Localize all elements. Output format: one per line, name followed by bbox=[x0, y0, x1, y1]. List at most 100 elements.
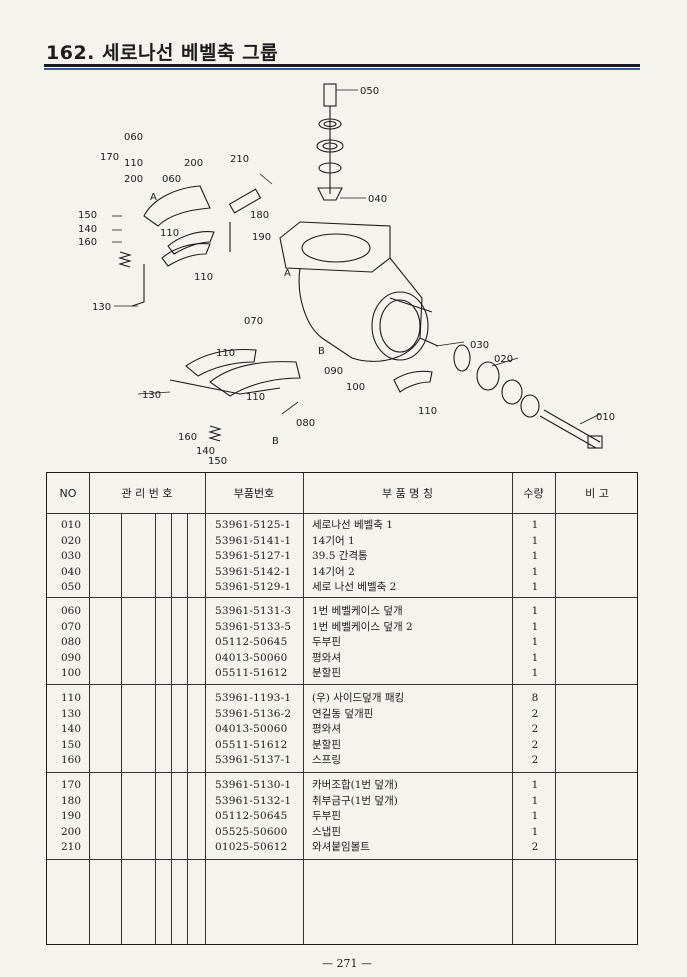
table-row: 200 05525-50600 스냅핀 1 bbox=[47, 825, 637, 841]
callout-label: 150 bbox=[208, 456, 227, 467]
row-no: 020 bbox=[61, 534, 82, 547]
row-quantity: 1 bbox=[531, 651, 539, 664]
row-quantity: 2 bbox=[531, 738, 539, 751]
header-management-no: 관 리 번 호 bbox=[121, 487, 173, 500]
callout-label: 190 bbox=[252, 232, 271, 243]
row-no: 180 bbox=[61, 794, 82, 807]
row-no: 080 bbox=[61, 636, 82, 649]
callout-labels: 050 040 030 020 010 060 110 200 170 200 … bbox=[78, 86, 615, 467]
header-part-name: 부 품 명 칭 bbox=[382, 487, 433, 500]
row-part-no: 05525-50600 bbox=[215, 825, 288, 838]
row-part-no: 53961-5136-2 bbox=[215, 707, 292, 720]
row-quantity: 1 bbox=[531, 550, 539, 563]
row-quantity: 1 bbox=[531, 825, 539, 838]
callout-label: 130 bbox=[142, 390, 161, 401]
column-divider bbox=[171, 513, 172, 944]
row-part-no: 01025-50612 bbox=[215, 841, 288, 854]
row-part-no: 53961-1193-1 bbox=[215, 692, 292, 704]
callout-label: 200 bbox=[184, 158, 203, 169]
row-quantity: 1 bbox=[531, 565, 539, 578]
row-no: 150 bbox=[61, 738, 82, 751]
bevel-case-housing bbox=[279, 221, 439, 362]
row-quantity: 2 bbox=[531, 841, 539, 854]
row-part-name: 카버조합(1번 덮개) bbox=[312, 779, 398, 791]
row-no: 030 bbox=[61, 550, 82, 563]
row-part-name: 14기어 2 bbox=[312, 565, 355, 578]
table-row: 210 01025-50612 와셔붙임볼트 2 bbox=[47, 840, 637, 856]
callout-label: 210 bbox=[230, 154, 249, 165]
title-accent-rule bbox=[44, 68, 640, 70]
row-part-no: 53961-5127-1 bbox=[215, 550, 292, 563]
row-part-name: 두부핀 bbox=[312, 636, 341, 649]
row-part-name: 세로나선 베벨축 1 bbox=[312, 519, 393, 531]
row-part-name: 세로 나선 베벨축 2 bbox=[312, 581, 397, 594]
row-part-no: 53961-5142-1 bbox=[215, 565, 292, 578]
row-part-no: 05511-51612 bbox=[215, 738, 288, 751]
callout-label: 170 bbox=[100, 152, 119, 163]
header-no: NO bbox=[59, 486, 77, 500]
row-part-name: 연길동 덮개핀 bbox=[312, 707, 374, 720]
row-part-name: 평와셔 bbox=[312, 723, 341, 736]
row-part-no: 53961-5130-1 bbox=[215, 779, 292, 791]
row-part-no: 05112-50645 bbox=[215, 810, 288, 823]
row-quantity: 1 bbox=[531, 667, 539, 680]
arrow-label: B bbox=[272, 436, 279, 447]
callout-label: 180 bbox=[250, 210, 269, 221]
callout-label: 100 bbox=[346, 382, 365, 393]
callout-label: 160 bbox=[78, 237, 97, 248]
callout-label: 090 bbox=[324, 366, 343, 377]
row-no: 010 bbox=[61, 519, 82, 531]
arrow-label: A bbox=[284, 268, 291, 279]
header-remarks: 비 고 bbox=[585, 487, 609, 500]
callout-label: 010 bbox=[596, 412, 615, 423]
column-divider bbox=[89, 473, 90, 944]
row-quantity: 1 bbox=[531, 519, 539, 531]
row-quantity: 1 bbox=[531, 605, 539, 617]
callout-label: 160 bbox=[178, 432, 197, 443]
table-row: 140 04013-50060 평와셔 2 bbox=[47, 722, 637, 738]
callout-label: 130 bbox=[92, 302, 111, 313]
callout-label: 110 bbox=[194, 272, 213, 283]
table-row: 170 53961-5130-1 카버조합(1번 덮개) 1 bbox=[47, 778, 637, 794]
column-divider bbox=[155, 513, 156, 944]
row-no: 190 bbox=[61, 810, 82, 823]
table-row: 040 53961-5142-1 14기어 2 1 bbox=[47, 565, 637, 581]
row-part-name: 스프링 bbox=[312, 754, 341, 767]
row-part-no: 04013-50060 bbox=[215, 723, 288, 736]
title-rule bbox=[44, 64, 640, 67]
header-divider bbox=[47, 513, 637, 514]
table-row: 010 53961-5125-1 세로나선 베벨축 1 1 bbox=[47, 518, 637, 534]
column-divider bbox=[187, 513, 188, 944]
table-row: 090 04013-50060 평와셔 1 bbox=[47, 651, 637, 667]
row-quantity: 1 bbox=[531, 779, 539, 791]
row-quantity: 1 bbox=[531, 794, 539, 807]
table-row: 100 05511-51612 분할핀 1 bbox=[47, 666, 637, 682]
group-divider bbox=[47, 597, 637, 598]
callout-label: 060 bbox=[162, 174, 181, 185]
row-part-no: 53961-5131-3 bbox=[215, 605, 292, 617]
row-quantity: 1 bbox=[531, 620, 539, 633]
callout-label: 110 bbox=[246, 392, 265, 403]
table-row: 130 53961-5136-2 연길동 덮개핀 2 bbox=[47, 707, 637, 723]
arrow-label: B bbox=[318, 346, 325, 357]
row-no: 050 bbox=[61, 581, 82, 594]
callout-label: 080 bbox=[296, 418, 315, 429]
row-quantity: 2 bbox=[531, 723, 539, 736]
row-no: 170 bbox=[61, 779, 82, 791]
row-part-name: 평와셔 bbox=[312, 651, 341, 664]
table-row: 060 53961-5131-3 1번 베벨케이스 덮개 1 bbox=[47, 604, 637, 620]
row-quantity: 1 bbox=[531, 636, 539, 649]
vertical-shaft-assembly bbox=[316, 83, 344, 201]
callout-label: 140 bbox=[196, 446, 215, 457]
header-part-no: 부품번호 bbox=[233, 487, 275, 500]
row-part-name: 와셔붙임볼트 bbox=[312, 841, 370, 854]
row-no: 210 bbox=[61, 841, 82, 854]
lower-cover bbox=[169, 349, 433, 442]
page-title: 162. 세로나선 베벨축 그룹 bbox=[46, 42, 279, 64]
row-part-no: 53961-5141-1 bbox=[215, 534, 292, 547]
row-part-name: 취부금구(1번 덮개) bbox=[312, 794, 398, 807]
row-no: 090 bbox=[61, 651, 82, 664]
row-quantity: 2 bbox=[531, 707, 539, 720]
row-part-name: (우) 사이드덮개 패킹 bbox=[312, 692, 405, 704]
row-part-name: 14기어 1 bbox=[312, 534, 355, 547]
